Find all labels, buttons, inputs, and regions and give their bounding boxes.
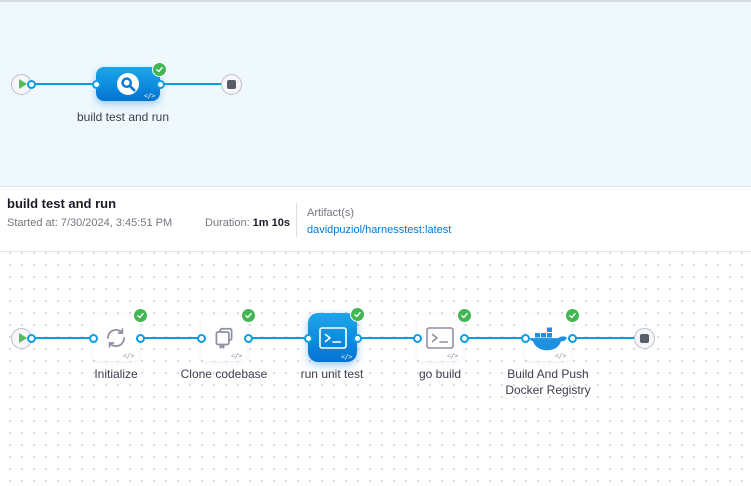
step-success-badge <box>240 308 256 323</box>
execution-end-button[interactable] <box>634 327 655 349</box>
step-label: Build And Push Docker Registry <box>505 367 591 397</box>
stage-node-build-test-and-run[interactable]: </> <box>96 67 160 101</box>
step-node-clone-codebase[interactable]: </> <box>201 315 247 361</box>
step-port <box>243 333 253 343</box>
step-node-run-unit-test[interactable]: </> <box>308 313 357 362</box>
execution-graph-canvas[interactable]: </> Initialize </> Clone codebase </> ru… <box>0 252 751 486</box>
code-icon: </> <box>143 92 156 100</box>
step-label: run unit test <box>300 367 364 381</box>
stage-label: build test and run <box>76 110 170 124</box>
play-icon <box>19 79 27 89</box>
artifacts-section: Artifact(s) davidpuziol/harnesstest:late… <box>307 203 451 236</box>
start-port <box>27 79 36 89</box>
summary-title: build test and run <box>7 196 117 211</box>
artifacts-label: Artifact(s) <box>307 207 355 219</box>
stop-icon <box>640 333 649 343</box>
started-at: Started at: 7/30/2024, 3:45:51 PM <box>7 217 172 229</box>
stage-success-badge <box>152 62 167 77</box>
step-port <box>196 333 206 343</box>
step-node-initialize[interactable]: </> <box>93 315 139 361</box>
execution-start-button[interactable] <box>11 327 32 349</box>
step-node-go-build[interactable]: </> <box>417 315 463 361</box>
docker-icon <box>530 327 568 351</box>
stop-icon <box>227 79 236 89</box>
stage-in-port <box>91 79 101 89</box>
step-success-badge <box>132 308 148 323</box>
step-label: Clone codebase <box>180 367 268 381</box>
code-icon: </> <box>340 353 353 361</box>
stage-out-port <box>155 79 165 89</box>
stage-graph-panel: </> build test and run <box>0 0 751 186</box>
step-port <box>520 333 530 343</box>
top-divider <box>0 0 751 2</box>
ci-build-icon <box>117 73 139 95</box>
play-icon <box>19 333 27 343</box>
step-port <box>567 333 577 343</box>
terminal-icon <box>318 326 347 349</box>
step-port <box>459 333 469 343</box>
step-success-badge <box>456 308 472 323</box>
started-label: Started at: <box>7 217 58 229</box>
duration: Duration:1m 10s <box>205 217 290 229</box>
started-value: 7/30/2024, 3:45:51 PM <box>60 217 173 229</box>
sync-icon <box>107 328 125 348</box>
step-label: go build <box>418 367 462 381</box>
step-port <box>303 333 313 343</box>
artifact-link[interactable]: davidpuziol/harnesstest:latest <box>307 224 452 236</box>
step-label: Initialize <box>94 367 138 381</box>
duration-value: 1m 10s <box>252 217 290 229</box>
step-port <box>135 333 145 343</box>
step-port <box>88 333 98 343</box>
check-icon <box>156 66 163 73</box>
start-port <box>27 333 36 343</box>
step-node-build-push-docker[interactable]: </> <box>525 315 571 361</box>
code-icon: </> <box>446 352 459 360</box>
terminal-icon <box>426 327 454 349</box>
stage-summary-bar: build test and run Started at: 7/30/2024… <box>0 186 751 252</box>
step-success-badge <box>349 307 365 322</box>
clone-icon <box>215 327 233 349</box>
step-success-badge <box>564 308 580 323</box>
code-icon: </> <box>554 352 567 360</box>
summary-divider <box>296 203 297 237</box>
code-icon: </> <box>122 352 135 360</box>
duration-label: Duration: <box>205 217 250 229</box>
code-icon: </> <box>230 352 243 360</box>
step-port <box>352 333 362 343</box>
pipeline-end-button[interactable] <box>221 73 242 95</box>
step-port <box>412 333 422 343</box>
